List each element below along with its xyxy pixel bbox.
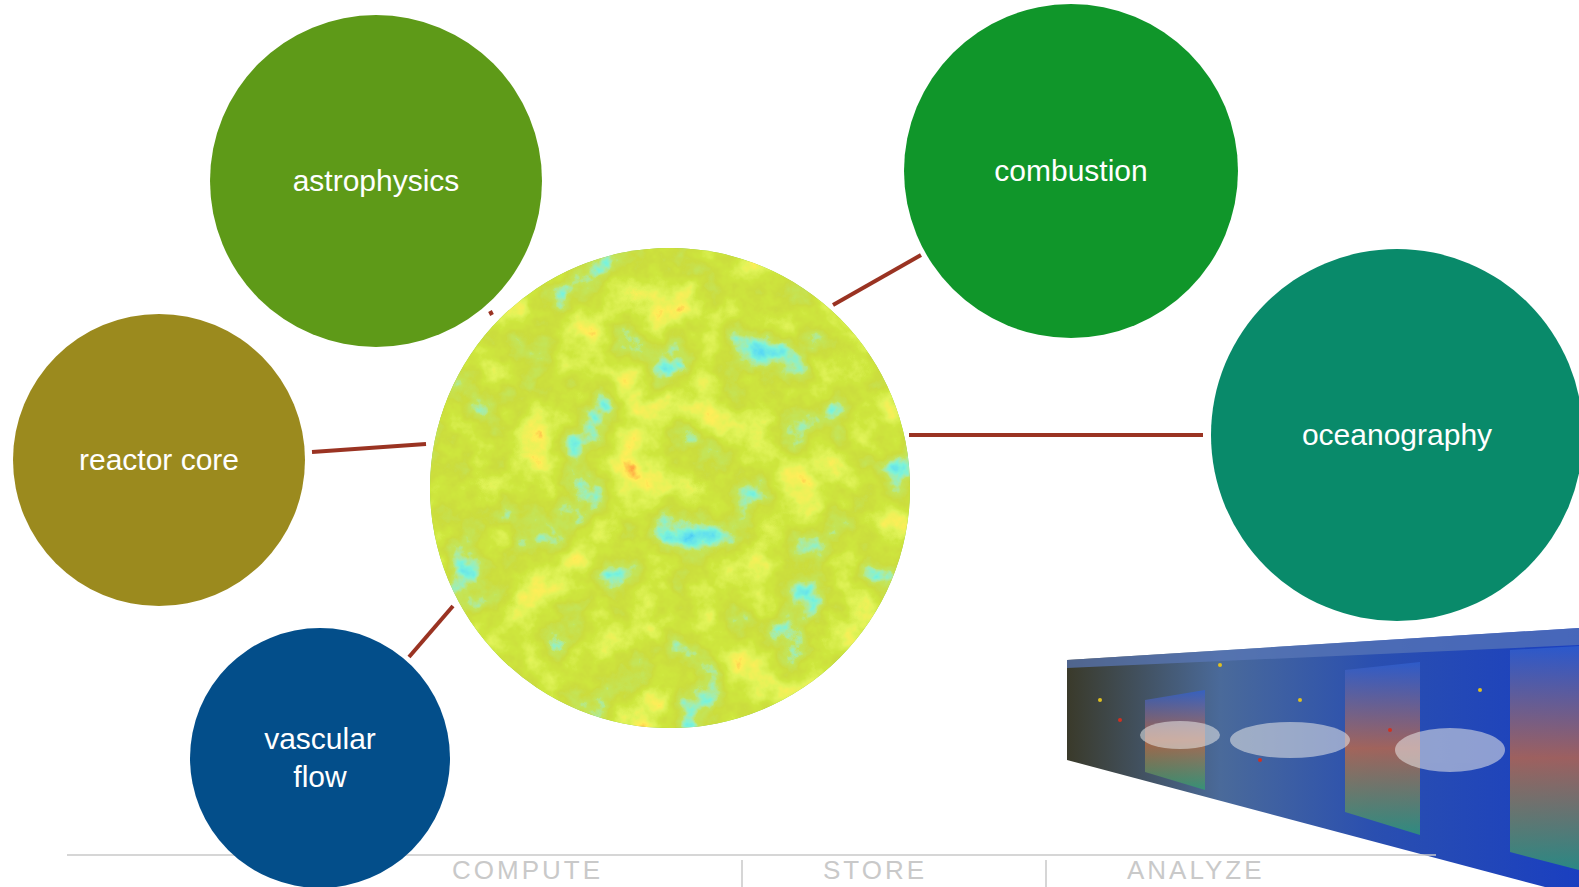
topic-circle: vascular flow (190, 628, 450, 887)
footer-label: ANALYZE (1127, 855, 1265, 886)
topic-circle: astrophysics (210, 15, 542, 347)
topic-label: vascular flow (236, 720, 405, 796)
topic-circle: oceanography (1211, 249, 1579, 621)
footer-label: STORE (823, 855, 927, 886)
footer-label: COMPUTE (452, 855, 603, 886)
topic-label: astrophysics (293, 162, 460, 200)
topic-circle: reactor core (13, 314, 305, 606)
topic-label: combustion (994, 152, 1147, 190)
topic-label: oceanography (1302, 416, 1492, 454)
topic-circle: combustion (904, 4, 1238, 338)
topic-label: reactor core (79, 441, 239, 479)
